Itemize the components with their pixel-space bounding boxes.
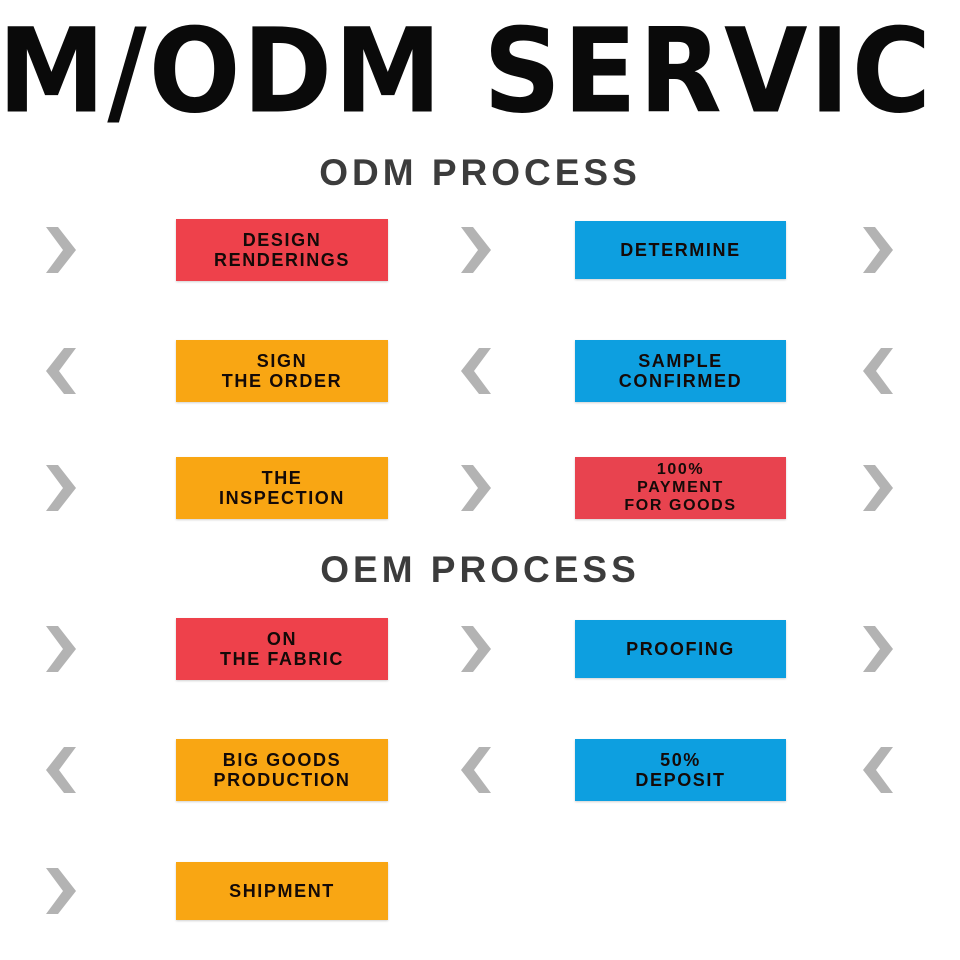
process-step-line: SAMPLE: [638, 350, 723, 371]
process-step-line: THE: [261, 467, 303, 488]
process-step-box[interactable]: 50%DEPOSIT: [575, 739, 786, 801]
process-step-line: THE FABRIC: [220, 649, 344, 669]
process-step-line: BIG GOODS: [222, 749, 342, 770]
chevron-left-icon: [855, 342, 901, 400]
chevron-right-icon: [453, 221, 499, 279]
process-step-line: THE ORDER: [221, 371, 343, 391]
process-step-box[interactable]: DETERMINE: [575, 221, 786, 279]
process-step-label: 50%DEPOSIT: [581, 750, 780, 790]
process-step-line: PROOFING: [626, 638, 735, 659]
chevron-right-icon: [38, 459, 84, 517]
page-title: EM/ODM SERVIC: [0, 4, 933, 140]
banner: EM/ODM SERVIC: [0, 0, 960, 140]
process-step-line: PAYMENT: [637, 479, 724, 497]
chevron-right-icon: [453, 620, 499, 678]
chevron-right-icon: [453, 459, 499, 517]
chevron-right-icon: [855, 459, 901, 517]
process-step-line: INSPECTION: [218, 488, 345, 508]
chevron-left-icon: [38, 342, 84, 400]
process-step-line: CONFIRMED: [618, 371, 743, 391]
process-step-line: SIGN: [256, 350, 308, 371]
chevron-left-icon: [453, 342, 499, 400]
process-step-line: 50%: [660, 749, 701, 770]
process-step-box[interactable]: SHIPMENT: [176, 862, 388, 920]
chevron-right-icon: [38, 221, 84, 279]
process-step-line: DEPOSIT: [635, 770, 726, 790]
process-step-line: DESIGN: [242, 229, 322, 250]
process-step-label: DETERMINE: [581, 240, 780, 260]
process-row: SHIPMENT: [0, 851, 960, 931]
chevron-left-icon: [855, 741, 901, 799]
process-step-label: SHIPMENT: [182, 881, 382, 901]
process-step-line: 100%: [656, 461, 705, 479]
chevron-right-icon: [38, 620, 84, 678]
chevron-right-icon: [38, 862, 84, 920]
chevron-left-icon: [453, 741, 499, 799]
chevron-right-icon: [855, 221, 901, 279]
process-step-line: ON: [266, 628, 298, 649]
process-step-line: FOR GOODS: [624, 496, 737, 514]
process-step-label: PROOFING: [581, 639, 780, 659]
chevron-left-icon: [38, 741, 84, 799]
process-step-line: PRODUCTION: [213, 770, 351, 790]
process-step-box[interactable]: PROOFING: [575, 620, 786, 678]
process-step-line: SHIPMENT: [229, 880, 335, 901]
process-step-line: DETERMINE: [620, 239, 741, 260]
section-heading-oem: OEM PROCESS: [320, 549, 640, 590]
process-step-line: RENDERINGS: [213, 250, 350, 270]
chevron-right-icon: [855, 620, 901, 678]
section-heading-odm: ODM PROCESS: [319, 152, 641, 193]
